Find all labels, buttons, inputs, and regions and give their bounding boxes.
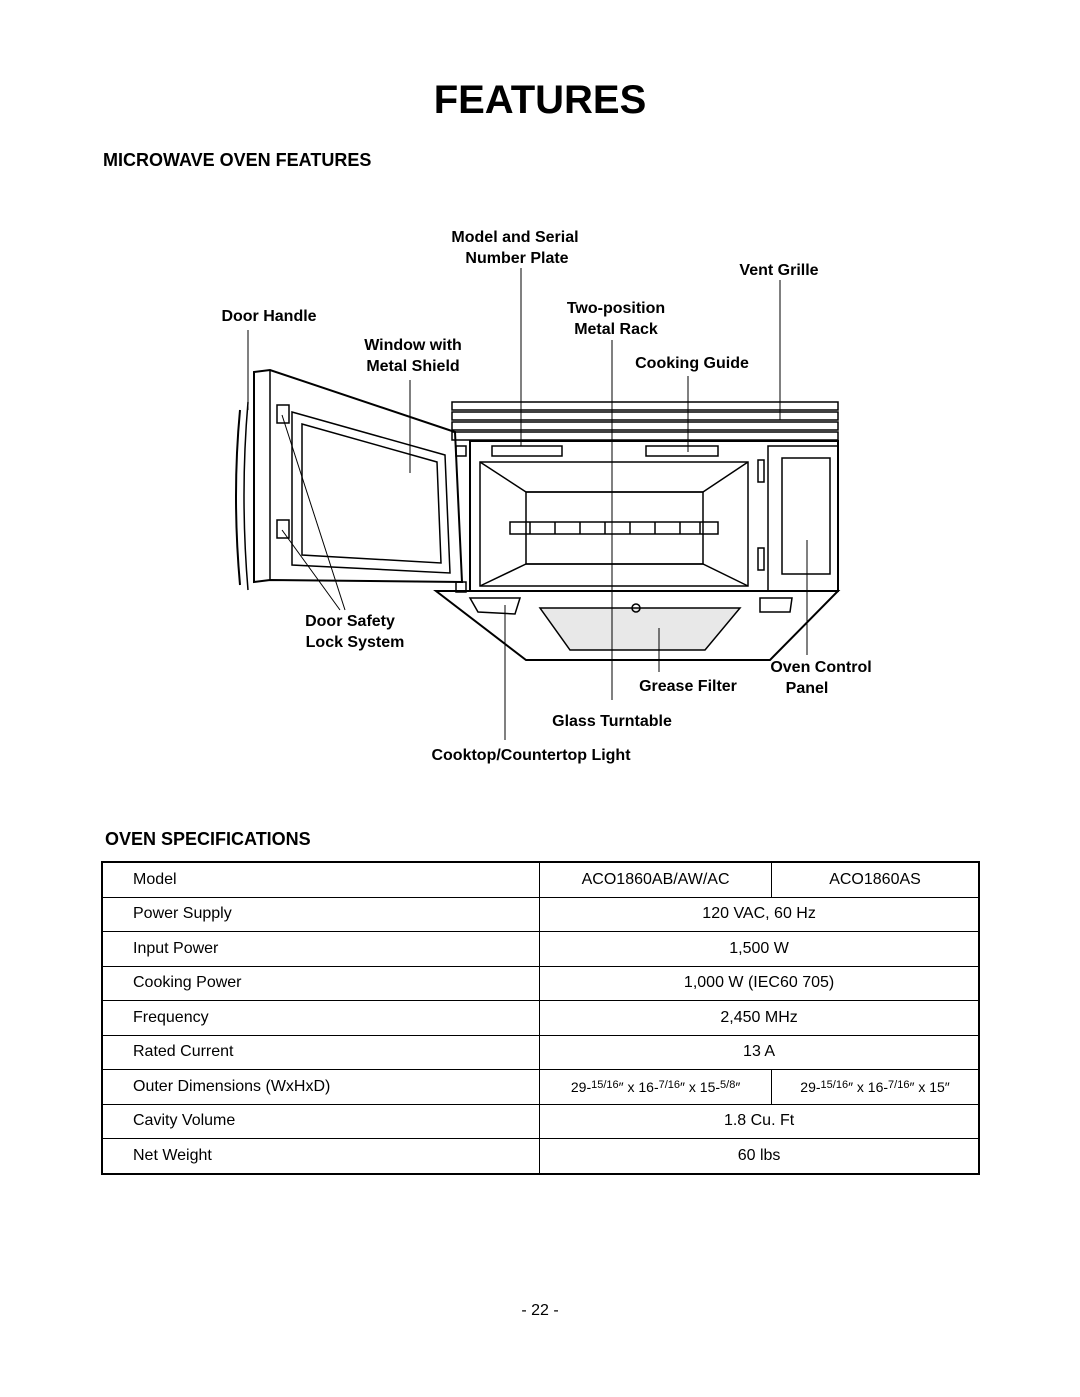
spec-label: Outer Dimensions (WxHxD): [101, 1069, 541, 1105]
label-vent-grille: Vent Grille: [739, 262, 818, 279]
label-oven-control-2: Panel: [786, 680, 829, 697]
table-row: Power Supply 120 VAC, 60 Hz: [101, 896, 980, 932]
label-window-1: Window with: [364, 337, 462, 354]
label-window-2: Metal Shield: [366, 358, 459, 375]
table-row: Cooking Power 1,000 W (IEC60 705): [101, 965, 980, 1001]
specifications-table: Model ACO1860AB/AW/AC ACO1860AS Power Su…: [101, 861, 980, 1175]
section-title-features: MICROWAVE OVEN FEATURES: [103, 150, 372, 170]
table-row: Cavity Volume 1.8 Cu. Ft: [101, 1103, 980, 1139]
table-row: Model ACO1860AB/AW/AC ACO1860AS: [101, 861, 980, 898]
leader-lines: [247, 268, 808, 740]
spec-label: Cooking Power: [101, 965, 541, 1001]
spec-value: 13 A: [539, 1034, 980, 1070]
spec-label: Input Power: [101, 931, 541, 967]
label-cooktop-light: Cooktop/Countertop Light: [431, 747, 631, 764]
label-grease-filter: Grease Filter: [639, 678, 737, 695]
label-two-position-1: Two-position: [567, 300, 665, 317]
spec-value: 60 lbs: [539, 1138, 980, 1174]
label-door-handle: Door Handle: [221, 308, 316, 325]
label-model-plate-2: Number Plate: [465, 250, 568, 267]
dimensions-model-a: 29-15/16″ x 16-7/16″ x 15-5/8″: [539, 1069, 773, 1105]
table-row: Input Power 1,500 W: [101, 931, 980, 967]
label-model-plate-1: Model and Serial: [451, 229, 578, 246]
microwave-drawing: [235, 368, 841, 661]
label-glass-turntable: Glass Turntable: [552, 713, 672, 730]
spec-value: 1,500 W: [539, 931, 980, 967]
model-a: ACO1860AB/AW/AC: [539, 861, 773, 898]
microwave-diagram: Model and Serial Number Plate Vent Grill…: [221, 229, 871, 764]
spec-label: Frequency: [101, 1000, 541, 1036]
table-row: Net Weight 60 lbs: [101, 1138, 980, 1174]
model-b: ACO1860AS: [771, 861, 980, 898]
spec-value: 1.8 Cu. Ft: [539, 1103, 980, 1139]
page-title: FEATURES: [433, 78, 647, 122]
table-row: Frequency 2,450 MHz: [101, 1000, 980, 1036]
label-cooking-guide: Cooking Guide: [635, 355, 749, 372]
table-row: Outer Dimensions (WxHxD) 29-15/16″ x 16-…: [101, 1069, 980, 1105]
dimensions-model-b: 29-15/16″ x 16-7/16″ x 15″: [771, 1069, 980, 1105]
label-two-position-2: Metal Rack: [574, 321, 658, 338]
label-oven-control-1: Oven Control: [770, 659, 871, 676]
spec-label: Power Supply: [101, 896, 541, 932]
spec-value: 1,000 W (IEC60 705): [539, 965, 980, 1001]
page-number: - 22 -: [521, 1302, 559, 1319]
table-row: Rated Current 13 A: [101, 1034, 980, 1070]
label-door-safety-1: Door Safety: [305, 613, 395, 630]
section-title-specs: OVEN SPECIFICATIONS: [105, 829, 311, 849]
spec-label: Rated Current: [101, 1034, 541, 1070]
spec-label: Model: [101, 861, 541, 898]
spec-label: Cavity Volume: [101, 1103, 541, 1139]
spec-label: Net Weight: [101, 1138, 541, 1174]
label-door-safety-2: Lock System: [306, 634, 405, 651]
spec-value: 2,450 MHz: [539, 1000, 980, 1036]
spec-value: 120 VAC, 60 Hz: [539, 896, 980, 932]
